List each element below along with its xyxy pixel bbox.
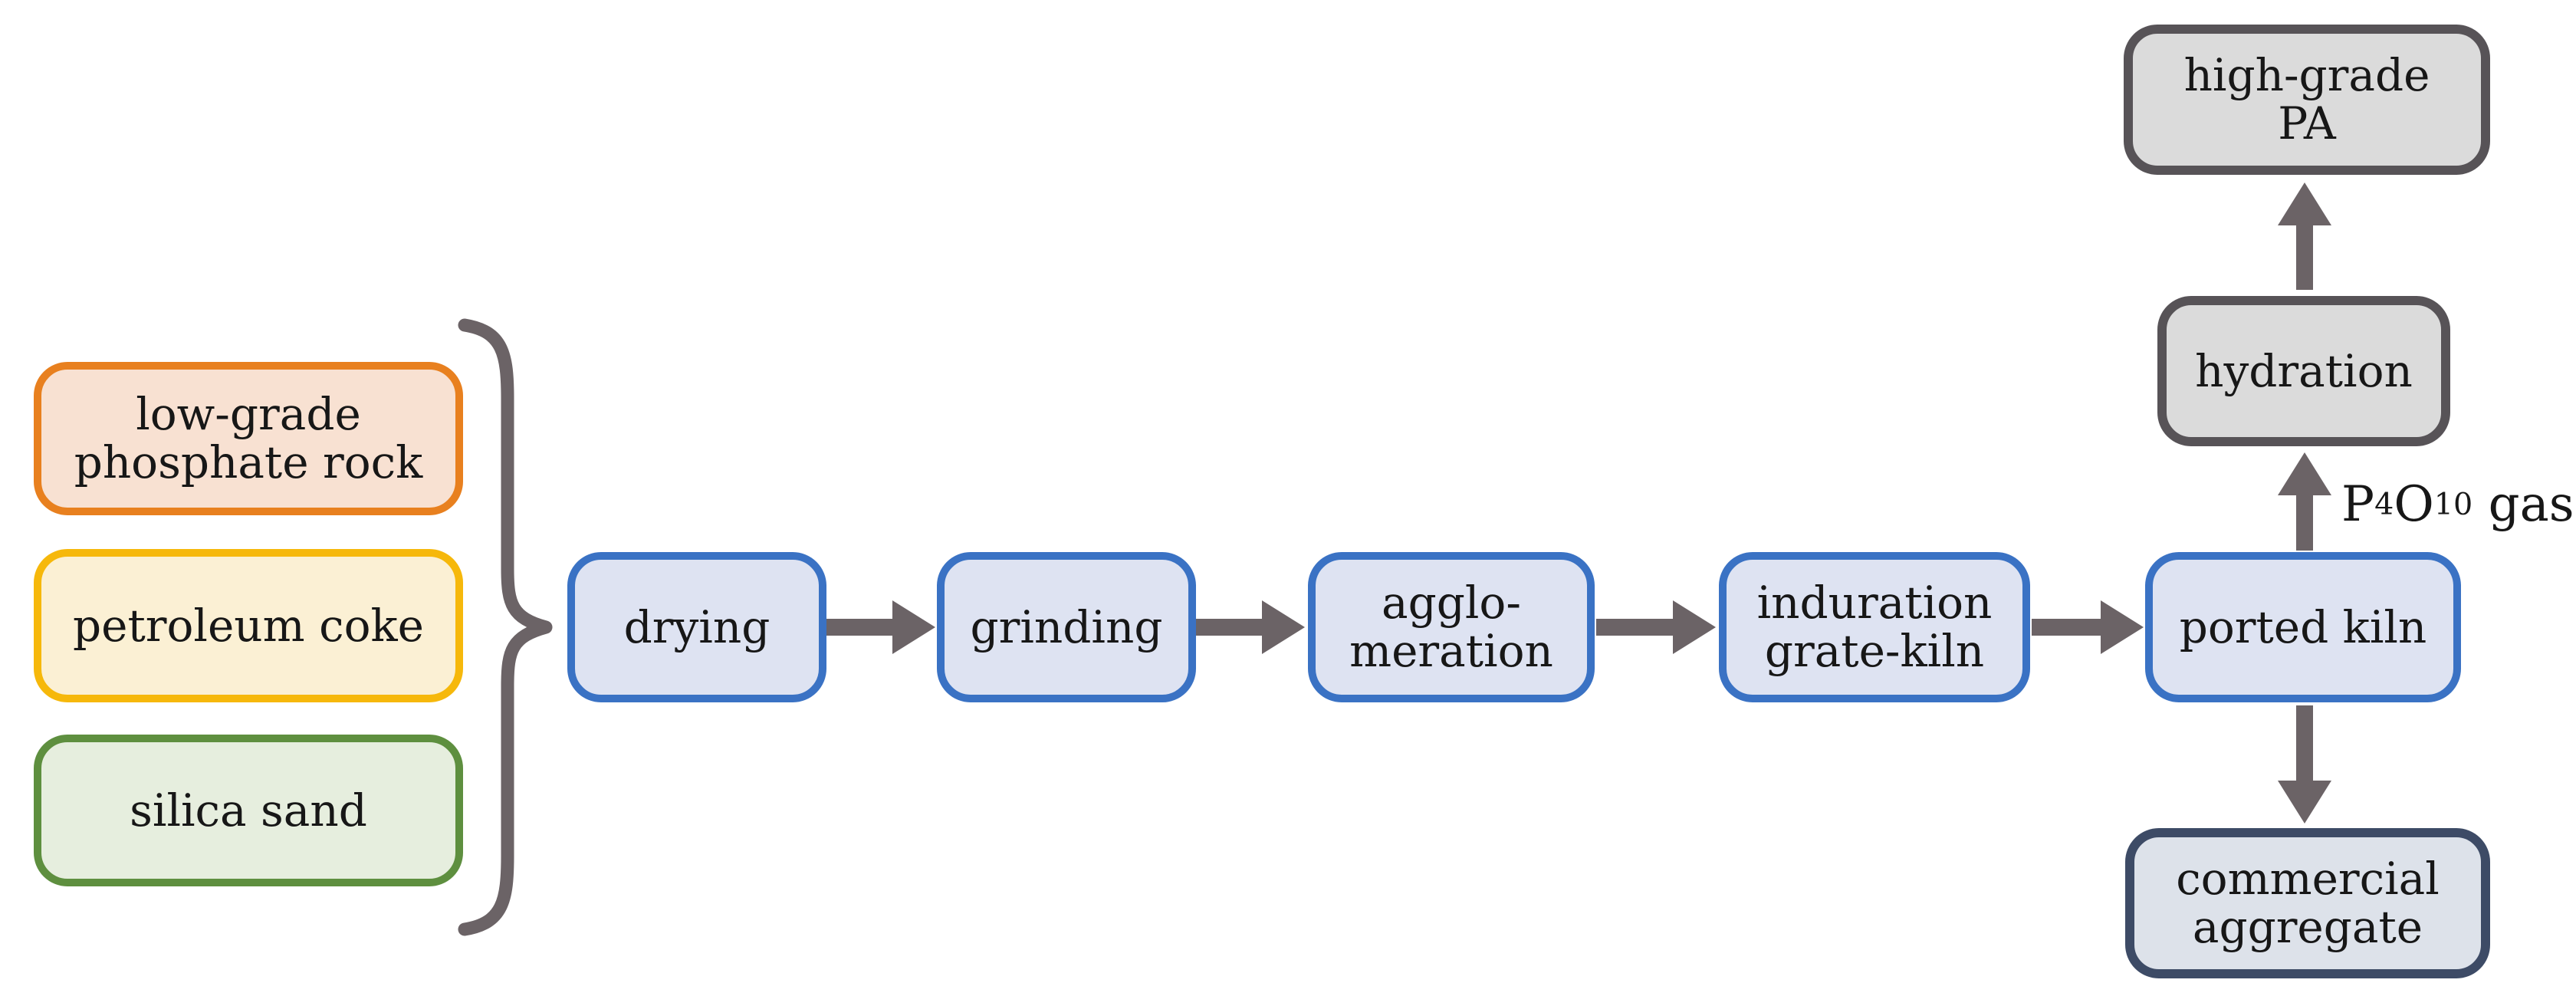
output-box-hydration: hydration (2157, 296, 2450, 446)
output-box-commercial-aggregate-label: commercial aggregate (2176, 853, 2440, 953)
output-box-high-grade-pa: high-grade PA (2124, 25, 2490, 175)
process-box-ported-kiln: ported kiln (2145, 552, 2461, 702)
input-box-silica-sand-label: silica sand (130, 784, 367, 837)
process-box-grinding-label: grinding (970, 600, 1163, 653)
arrow-drying-to-grinding-icon (826, 600, 935, 654)
output-box-commercial-aggregate: commercial aggregate (2125, 828, 2490, 978)
arrow-agglomeration-to-induration-icon (1596, 600, 1716, 654)
arrow-hydration-to-high-grade-pa-icon (2278, 182, 2331, 290)
input-box-low-grade-phosphate-rock-label: low-grade phosphate rock (74, 388, 423, 488)
input-box-silica-sand: silica sand (34, 735, 463, 886)
process-box-induration-grate-kiln: induration grate-kiln (1719, 552, 2030, 702)
process-box-induration-grate-kiln-label: induration grate-kiln (1756, 577, 1993, 677)
arrow-ported-kiln-to-hydration-icon (2278, 452, 2331, 551)
input-box-petroleum-coke: petroleum coke (34, 549, 463, 702)
arrow-grinding-to-agglomeration-icon (1196, 600, 1305, 654)
arrow-induration-to-ported-kiln-icon (2032, 600, 2144, 654)
process-box-agglomeration-label: agglo- meration (1349, 577, 1553, 677)
gas-label-p: P (2341, 476, 2375, 533)
gas-label-suffix: gas (2472, 476, 2574, 533)
output-box-hydration-label: hydration (2195, 344, 2413, 397)
arrow-ported-kiln-to-commercial-aggregate-icon (2278, 705, 2331, 824)
process-box-agglomeration: agglo- meration (1308, 552, 1595, 702)
inputs-brace (458, 318, 553, 936)
output-box-high-grade-pa-label: high-grade PA (2183, 49, 2430, 150)
process-box-ported-kiln-label: ported kiln (2179, 600, 2427, 653)
process-box-drying-label: drying (623, 600, 770, 653)
process-box-grinding: grinding (937, 552, 1196, 702)
input-box-petroleum-coke-label: petroleum coke (73, 599, 424, 652)
input-box-low-grade-phosphate-rock: low-grade phosphate rock (34, 362, 463, 515)
process-box-drying: drying (567, 552, 826, 702)
gas-label-o: O (2394, 476, 2434, 533)
